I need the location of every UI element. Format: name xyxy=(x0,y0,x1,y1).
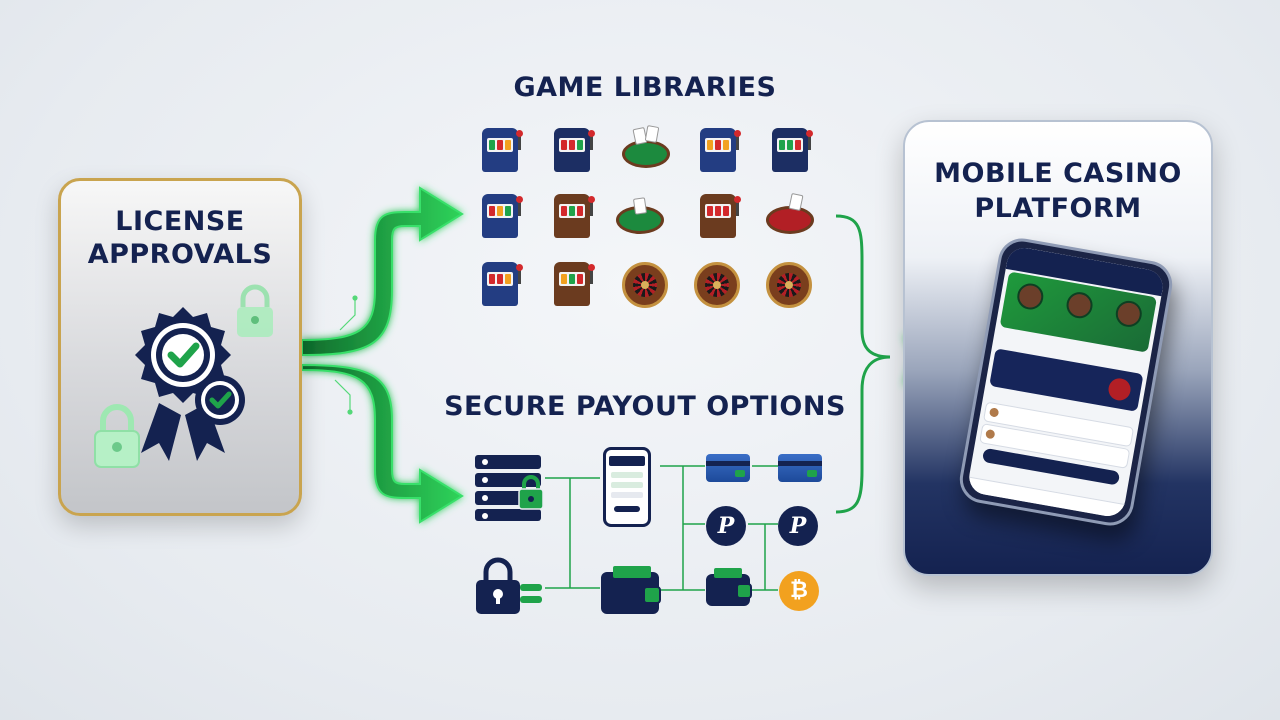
payout-connector xyxy=(835,355,891,514)
license-approvals-card: LICENSE APPROVALS xyxy=(58,178,302,516)
card-table-icon xyxy=(620,124,672,176)
payout-network-lines xyxy=(545,465,778,591)
slot-machine-icon xyxy=(546,258,598,310)
arrow-to-game-libraries xyxy=(301,186,464,357)
mobile-casino-platform-title: MOBILE CASINO PLATFORM xyxy=(934,158,1182,224)
padlock-icon xyxy=(476,557,542,614)
slot-machine-icon xyxy=(764,124,816,176)
roulette-wheel-icon xyxy=(692,258,744,310)
license-approvals-title: LICENSE APPROVALS xyxy=(87,206,273,270)
padlock-icon xyxy=(94,404,140,468)
slot-machine-icon xyxy=(546,124,598,176)
slot-machine-icon xyxy=(474,258,526,310)
paypal-icon: P xyxy=(706,506,746,546)
phone-screen xyxy=(966,245,1166,519)
credit-card-icon xyxy=(778,454,822,482)
avatar xyxy=(1064,290,1095,321)
arrow-to-payout-options xyxy=(301,363,464,524)
card-table-icon xyxy=(614,190,666,242)
padlock-icon xyxy=(237,284,273,337)
slot-machine-icon xyxy=(474,190,526,242)
paypal-icon: P xyxy=(778,506,818,546)
mobile-wallet-icon xyxy=(603,447,651,527)
avatar xyxy=(1113,298,1144,329)
wallet-icon xyxy=(601,566,661,614)
slot-machine-icon xyxy=(474,124,526,176)
credit-card-icon xyxy=(706,454,750,482)
roulette-wheel-icon xyxy=(620,258,672,310)
slot-machine-icon xyxy=(692,190,744,242)
wallet-icon xyxy=(706,568,752,606)
slot-machine-icon xyxy=(692,124,744,176)
roulette-wheel-icon xyxy=(764,258,816,310)
check-icon xyxy=(195,375,245,425)
card-table-icon xyxy=(764,190,816,242)
padlock-icon xyxy=(518,475,544,510)
bitcoin-icon: ₿ xyxy=(779,571,819,611)
avatar xyxy=(1015,281,1046,312)
promo-banner xyxy=(989,348,1144,412)
games-connector xyxy=(835,214,891,359)
game-libraries-title: GAME LIBRARIES xyxy=(513,72,777,103)
secure-payout-options-title: SECURE PAYOUT OPTIONS xyxy=(444,391,846,422)
slot-machine-icon xyxy=(546,190,598,242)
approval-badge-icon xyxy=(135,307,231,461)
